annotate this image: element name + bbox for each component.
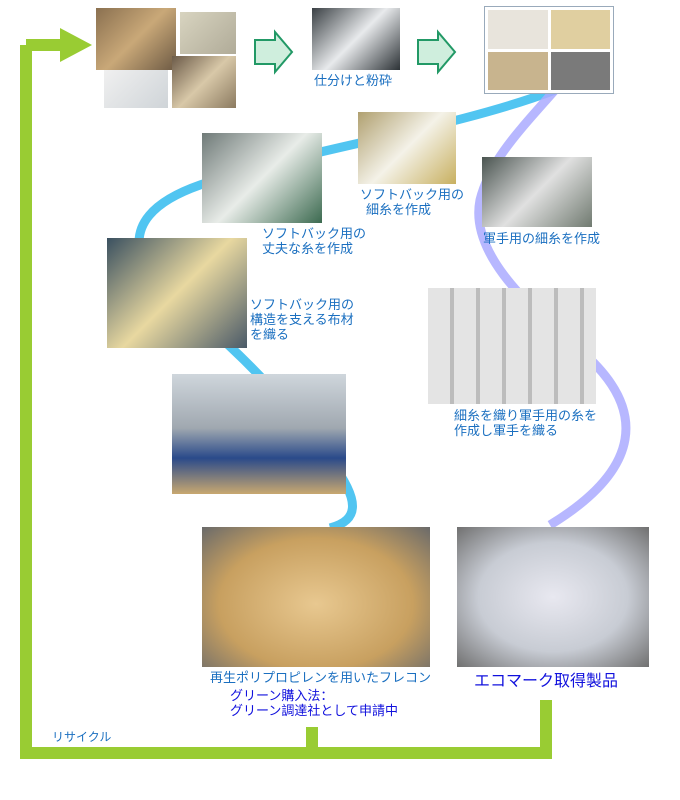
- label-sort-crush: 仕分けと粉砕: [314, 74, 393, 89]
- sewing-factory-photo: [172, 374, 346, 494]
- waste-photo: [172, 56, 236, 108]
- label-ecomark: エコマーク取得製品: [474, 671, 619, 690]
- pellets-photo: [484, 6, 614, 94]
- spools-photo: [428, 288, 596, 404]
- label-soft-strong: ソフトバック用の丈夫な糸を作成: [262, 227, 366, 257]
- fabric-loom-photo: [107, 238, 247, 348]
- flexcon-bag-photo: [202, 527, 430, 667]
- label-line: 細糸を織り軍手用の糸を: [454, 409, 598, 424]
- soft-fine-yarn-photo: [358, 112, 456, 184]
- strong-yarn-photo: [202, 133, 322, 223]
- label-line: を織る: [250, 328, 290, 343]
- label-weave: 細糸を織り軍手用の糸を作成し軍手を織る: [454, 409, 597, 439]
- work-glove-photo: [457, 527, 649, 667]
- label-line: ソフトバック用の: [360, 188, 465, 203]
- process-arrow-icon: [417, 29, 457, 75]
- label-line: 作成し軍手を織る: [454, 424, 559, 439]
- label-green: グリーン購入法：グリーン調達社として申請中: [230, 689, 398, 719]
- waste-photo: [96, 8, 176, 70]
- label-line: グリーン購入法：: [230, 689, 334, 704]
- crushing-photo: [312, 8, 400, 70]
- label-recycle: リサイクル: [52, 730, 112, 744]
- recycle-arrowhead-icon: [60, 28, 92, 62]
- waste-photo: [104, 70, 168, 108]
- label-line: ソフトバック用の: [262, 227, 367, 242]
- label-line: 構造を支える布材: [250, 313, 354, 328]
- label-line: ソフトバック用の: [250, 298, 355, 313]
- label-flexcon: 再生ポリプロピレンを用いたフレコン: [210, 671, 432, 686]
- label-glove-fine: 軍手用の細糸を作成: [483, 232, 601, 247]
- waste-photo: [180, 12, 236, 54]
- label-line: グリーン調達社として申請中: [230, 704, 398, 719]
- label-fabric: ソフトバック用の構造を支える布材を織る: [250, 298, 354, 343]
- glove-yarn-photo: [482, 157, 592, 227]
- process-arrow-icon: [254, 29, 294, 75]
- label-soft-fine: ソフトバック用の細糸を作成: [360, 188, 464, 218]
- label-line: 細糸を作成: [366, 203, 432, 218]
- label-line: 丈夫な糸を作成: [262, 242, 354, 257]
